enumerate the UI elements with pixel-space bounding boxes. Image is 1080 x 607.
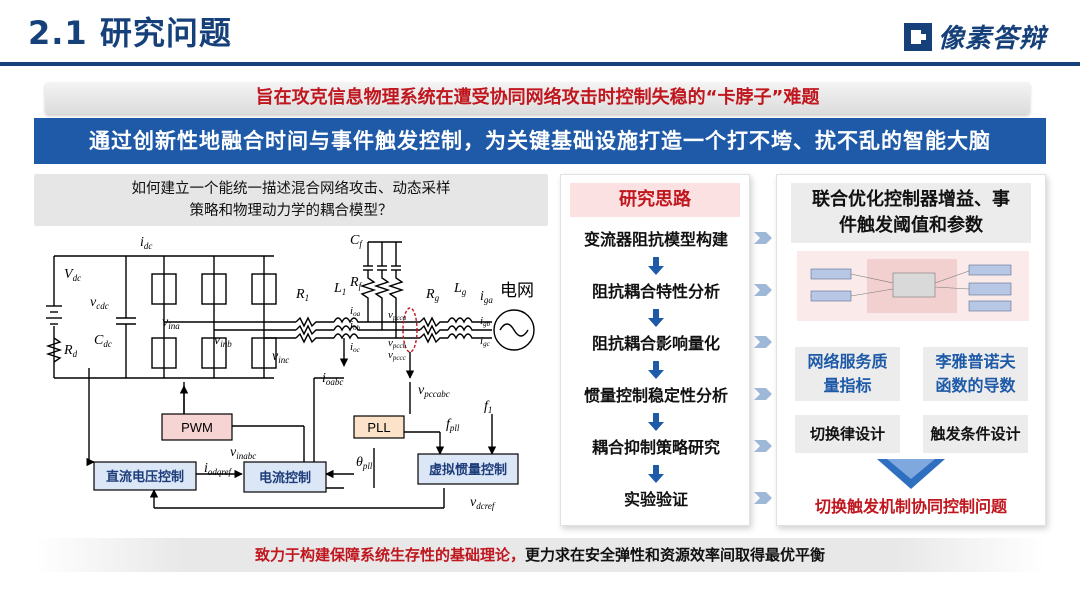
down-arrow-icon [561,305,751,331]
current-control-label: 电流控制 [259,470,311,486]
aim-statement: 旨在攻克信息物理系统在遭受协同网络攻击时控制失稳的“卡脖子”难题 [45,82,1030,114]
lg-label: Lg [453,281,467,297]
current-control-block [243,461,327,493]
title-line-2: 件触发阈值和参数 [839,215,983,236]
igc-label: igc [480,335,491,348]
joint-optimization-panel: 联合优化控制器增益、事 件触发阈值和参数 网络服务质 量指标 李雅普诺夫 函数的… [776,174,1046,526]
pwm-block [161,413,233,441]
vpccabc-label: vpccabc [418,383,450,399]
step-6: 实验验证 [623,490,688,509]
joint-optimization-title: 联合优化控制器增益、事 件触发阈值和参数 [791,183,1031,243]
research-question: 如何建立一个能统一描述混合网络攻击、动态采样 策略和物理动力学的耦合模型？ [34,174,548,226]
l1-label: L1 [333,281,346,297]
question-line-2: 策略和物理动力学的耦合模型？ [189,203,393,219]
footer-part-black: 更力求在安全弹性和资源效率间取得最优平衡 [525,546,826,564]
card-1-line-1: 网络服务质 [807,352,888,371]
dc-voltage-control-block [93,461,197,491]
footer-part-red: 致力于构建保障系统生存性的基础理论， [254,546,525,564]
step-4: 惯量控制稳定性分析 [583,386,728,405]
vcdc-label: vcdc [90,295,109,311]
qos-metric-card: 网络服务质 量指标 [795,347,900,401]
pll-block [353,415,405,439]
r1-label: R1 [295,287,309,303]
vpccc-label: vpccc [388,349,407,362]
header-divider [0,62,1080,66]
converter-circuit-diagram: PWM PLL 直流电压控制 电流控制 虚拟惯量控制 电网 idc Vdc vc… [45,233,535,511]
f-pll-label: fpll [446,417,460,433]
footer-statement: 致力于构建保障系统生存性的基础理论，更力求在安全弹性和资源效率间取得最优平衡 [34,538,1046,572]
idc-label: idc [140,235,152,251]
grid-label: 电网 [500,281,534,301]
f1-label: f1 [484,399,492,415]
virtual-inertia-control-label: 虚拟惯量控制 [429,462,507,478]
card-1-line-2: 量指标 [823,376,872,395]
down-arrow-icon [561,253,751,279]
vpcca-label: vpcca [388,309,407,322]
down-chevron-icon [877,459,945,489]
step-2: 阻抗耦合特性分析 [591,282,720,301]
down-arrow-icon [561,461,751,487]
goal-statement: 通过创新性地融合时间与事件触发控制，为关键基础设施打造一个打不垮、扰不乱的智能大… [34,118,1046,164]
card-2-line-2: 函数的导数 [935,376,1016,395]
theta-pll-label: θpll [356,455,373,471]
vdc-label: Vdc [64,267,81,283]
logo-text: 像素答辩 [937,24,1046,54]
ioc-label: ioc [350,341,361,354]
research-path-title: 研究思路 [570,183,740,217]
igb-label: igb [480,315,491,328]
iob-label: iob [350,319,361,332]
switching-trigger-problem: 切换触发机制协同控制问题 [814,497,1007,516]
framework-diagram-thumbnail [797,251,1029,321]
lyapunov-derivative-card: 李雅普诺夫 函数的导数 [923,347,1028,401]
page-title: 2.1 研究问题 [28,14,232,52]
vdcref-label: vdcref [470,495,496,511]
pll-label: PLL [367,420,390,435]
title-line-1: 联合优化控制器增益、事 [812,189,1010,210]
vina-label: vina [162,315,180,331]
logo-mark-icon [903,22,932,51]
ioa-label: ioa [350,305,361,318]
rd-label: Rd [63,343,78,359]
dc-voltage-control-label: 直流电压控制 [106,469,184,485]
vinc-label: vinc [272,349,289,365]
card-2-line-1: 李雅普诺夫 [935,352,1016,371]
brand-logo: 像素答辩 [903,18,1046,55]
step-5: 耦合抑制策略研究 [591,438,720,457]
vinb-label: vinb [214,333,232,349]
cdc-label: Cdc [94,333,112,349]
vinabc-label: vinabc [230,445,256,461]
switching-law-design: 切换律设计 [795,415,900,453]
ioabc-label: ioabc [322,371,343,387]
virtual-inertia-control-block [417,453,519,485]
trigger-condition-design: 触发条件设计 [923,415,1028,453]
research-steps: 变流器阻抗模型构建 阻抗耦合特性分析 阻抗耦合影响量化 惯量控制稳定性分析 耦合… [561,227,751,513]
down-arrow-icon [561,409,751,435]
link-chevrons-icon [754,232,772,504]
down-arrow-icon [561,357,751,383]
rf-label: Rf [349,275,363,291]
step-1: 变流器阻抗模型构建 [583,230,728,249]
step-3: 阻抗耦合影响量化 [591,334,720,353]
rg-label: Rg [425,287,440,303]
vpccb-label: vpccb [388,337,407,350]
cf-label: Cf [350,233,363,249]
research-path-panel: 研究思路 变流器阻抗模型构建 阻抗耦合特性分析 阻抗耦合影响量化 惯量控制稳定性… [560,174,750,526]
iodqref-label: iodqref [204,461,233,477]
question-line-1: 如何建立一个能统一描述混合网络攻击、动态采样 [131,181,451,197]
iga-label: iga [480,289,493,305]
pwm-label: PWM [181,420,213,435]
